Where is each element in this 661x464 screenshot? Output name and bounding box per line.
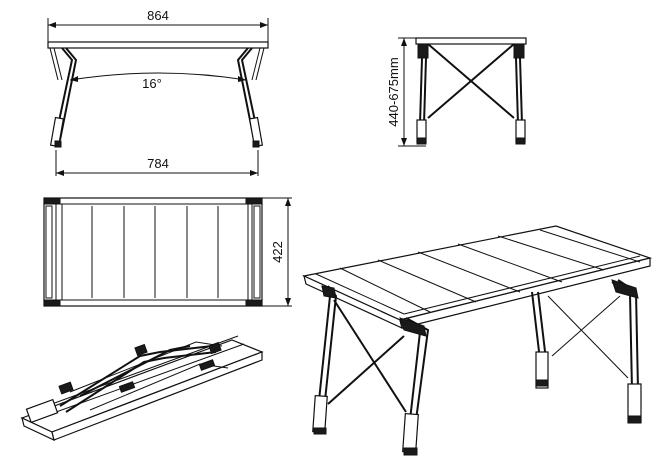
bottom-width-label: 784 bbox=[147, 156, 169, 171]
height-range-label: 440-675mm bbox=[386, 57, 401, 126]
top-width-label: 864 bbox=[147, 8, 169, 23]
folded-view bbox=[20, 335, 264, 442]
front-view: 864 16° 784 bbox=[47, 8, 269, 176]
side-view: 440-675mm bbox=[386, 37, 527, 147]
leg-angle-label: 16° bbox=[142, 76, 162, 91]
perspective-view bbox=[302, 225, 653, 456]
depth-label: 422 bbox=[270, 241, 285, 263]
top-view: 422 bbox=[43, 197, 292, 307]
